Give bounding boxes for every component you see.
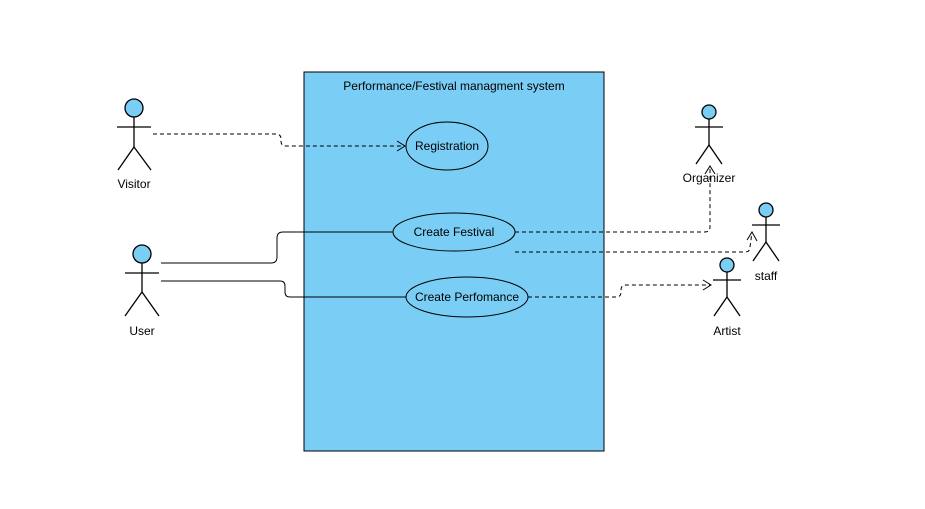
actor-staff-label: staff [755,269,778,283]
user-create-performance-association[interactable] [161,280,406,298]
actor-visitor[interactable]: Visitor [117,98,152,191]
actor-organizer-figure [695,104,723,165]
create-festival-staff-arrowhead [746,231,758,242]
actor-artist[interactable]: Artist [713,257,741,338]
use-case-create-performance-shape [405,276,529,318]
use-case-create-festival-label: Create Festival [414,225,495,239]
use-case-create-festival-shape [392,212,516,252]
user-create-festival-association[interactable] [161,231,393,264]
actor-user[interactable]: User [124,244,160,338]
actor-organizer-label: Organizer [683,171,736,185]
create-festival-organizer-arrowhead [704,165,716,175]
system-title: Performance/Festival managment system [343,79,564,93]
connectors [153,133,758,298]
use-case-registration[interactable]: Registration [405,121,489,171]
actor-visitor-figure [117,98,152,171]
use-case-registration-shape [405,121,489,171]
actor-artist-figure [713,257,741,317]
actor-user-figure [124,244,160,317]
use-case-registration-label: Registration [415,139,479,153]
create-festival-organizer-dependency[interactable] [515,166,711,233]
use-case-create-performance[interactable]: Create Perfomance [405,276,529,318]
actor-staff-figure [752,202,780,262]
create-festival-staff-dependency[interactable] [515,231,753,253]
visitor-registration-arrowhead [396,140,406,152]
use-case-create-performance-label: Create Perfomance [415,290,519,304]
actor-visitor-label: Visitor [117,177,150,191]
use-case-create-festival[interactable]: Create Festival [392,212,516,252]
actor-organizer[interactable]: Organizer [683,104,736,185]
create-performance-artist-arrowhead [702,279,712,291]
actor-artist-label: Artist [713,324,741,338]
actor-user-label: User [129,324,154,338]
actor-staff[interactable]: staff [752,202,780,283]
